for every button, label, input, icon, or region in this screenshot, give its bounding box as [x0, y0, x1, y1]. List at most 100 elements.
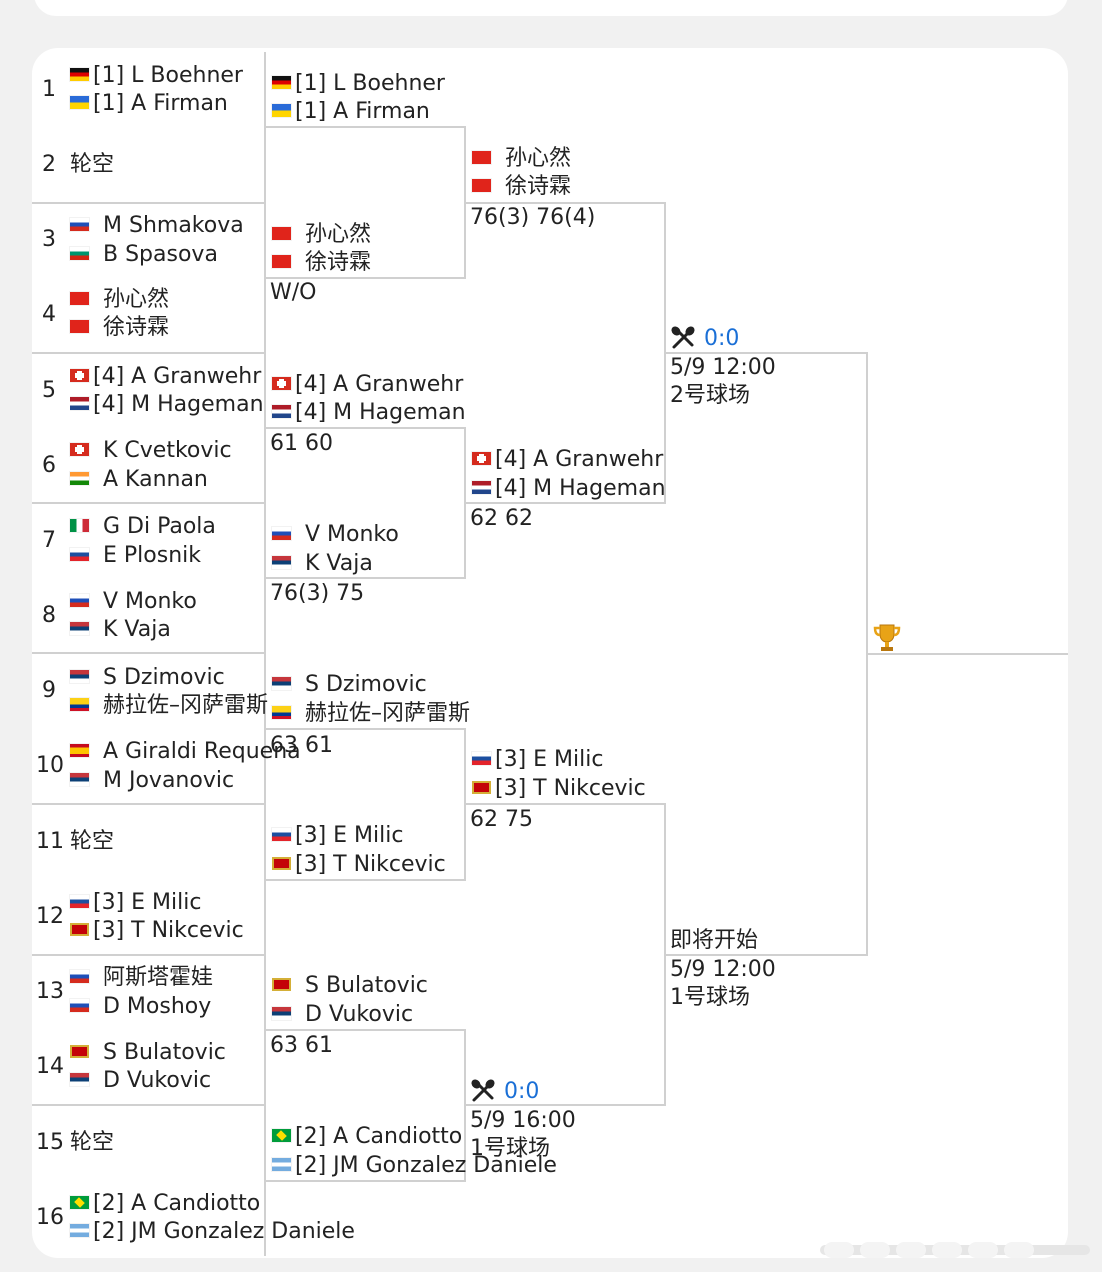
- player-entry[interactable]: [3] E Milic: [70, 889, 201, 917]
- flag-montenegro-icon: [272, 856, 291, 870]
- flag-china-icon: [70, 319, 89, 333]
- player-entry[interactable]: 阿斯塔霍娃: [70, 964, 213, 992]
- player-entry[interactable]: K Vaja: [272, 550, 373, 578]
- player-entry[interactable]: 徐诗霖: [70, 314, 169, 342]
- player-entry[interactable]: S Bulatovic: [70, 1039, 226, 1067]
- flag-montenegro-icon: [70, 922, 89, 936]
- player-entry[interactable]: [4] A Granwehr: [70, 363, 264, 391]
- flag-slovenia-icon: [70, 547, 89, 561]
- player-entry[interactable]: K Cvetkovic: [70, 437, 232, 465]
- bracket-line: [266, 577, 466, 579]
- player-entry[interactable]: 徐诗霖: [272, 249, 371, 277]
- player-entry[interactable]: [3] E Milic: [472, 746, 603, 774]
- bracket-line: [464, 126, 466, 279]
- bracket-line: [664, 803, 666, 1106]
- live-score: 0:0: [504, 1079, 540, 1104]
- player-entry[interactable]: [1] L Boehner: [70, 62, 243, 90]
- flag-china-icon: [472, 178, 491, 192]
- player-entry[interactable]: M Jovanovic: [70, 767, 234, 795]
- draw-number: 5: [42, 378, 56, 403]
- flag-brazil-icon: [272, 1128, 291, 1142]
- flag-serbia-icon: [70, 772, 89, 786]
- player-entry[interactable]: [1] L Boehner: [272, 70, 445, 98]
- flag-netherlands-icon: [272, 404, 291, 418]
- player-entry[interactable]: S Bulatovic: [272, 972, 428, 1000]
- player-entry[interactable]: [1] A Firman: [272, 98, 430, 126]
- player-entry[interactable]: [2] JM Gonzalez Daniele: [272, 1152, 557, 1180]
- bracket-line: [32, 202, 266, 204]
- crossed-rackets-icon: [670, 325, 696, 351]
- player-entry[interactable]: S Dzimovic: [272, 671, 427, 699]
- bracket-line: [266, 126, 466, 128]
- player-entry[interactable]: 赫拉佐–冈萨雷斯: [272, 700, 470, 728]
- player-entry[interactable]: A Kannan: [70, 466, 208, 494]
- top-card: [34, 0, 1068, 16]
- player-entry[interactable]: 徐诗霖: [472, 173, 571, 201]
- draw-number: 14: [36, 1054, 64, 1079]
- player-entry[interactable]: [3] T Nikcevic: [272, 851, 446, 879]
- player-entry[interactable]: [2] A Candiotto: [70, 1190, 260, 1218]
- bracket-line: [32, 954, 266, 956]
- draw-number: 4: [42, 302, 56, 327]
- bracket-line: [32, 1104, 266, 1106]
- player-entry[interactable]: G Di Paola: [70, 513, 216, 541]
- flag-argentina-icon: [272, 1157, 291, 1171]
- flag-serbia-icon: [70, 1072, 89, 1086]
- bracket-line: [32, 803, 266, 805]
- flag-colombia-icon: [272, 705, 291, 719]
- flag-switzerland-icon: [272, 376, 291, 390]
- player-entry[interactable]: [3] T Nikcevic: [70, 917, 244, 945]
- player-entry[interactable]: [3] T Nikcevic: [472, 775, 646, 803]
- player-entry[interactable]: D Vukovic: [70, 1067, 211, 1095]
- live-score: 0:0: [704, 326, 740, 351]
- player-entry[interactable]: D Moshoy: [70, 993, 211, 1021]
- player-entry[interactable]: [4] A Granwehr: [472, 446, 663, 474]
- player-entry[interactable]: K Vaja: [70, 616, 171, 644]
- player-entry[interactable]: [4] M Hageman: [272, 399, 466, 427]
- player-entry[interactable]: M Shmakova: [70, 212, 244, 240]
- player-entry[interactable]: 孙心然: [272, 221, 371, 249]
- flag-colombia-icon: [70, 697, 89, 711]
- bracket-line: [266, 728, 466, 730]
- bracket-line: [32, 502, 266, 504]
- flag-germany-icon: [272, 75, 291, 89]
- bracket-line: [266, 879, 466, 881]
- flag-switzerland-icon: [70, 368, 89, 382]
- bracket-line: [464, 728, 466, 881]
- player-entry[interactable]: 赫拉佐–冈萨雷斯: [70, 692, 268, 720]
- player-entry[interactable]: 孙心然: [472, 145, 571, 173]
- player-entry[interactable]: [3] E Milic: [272, 822, 403, 850]
- bracket-line: [466, 202, 666, 204]
- crossed-rackets-icon: [470, 1078, 496, 1104]
- player-entry[interactable]: V Monko: [70, 588, 197, 616]
- player-entry[interactable]: [2] A Candiotto: [272, 1123, 462, 1151]
- player-entry[interactable]: E Plosnik: [70, 542, 201, 570]
- flag-china-icon: [272, 226, 291, 240]
- draw-number: 10: [36, 753, 64, 778]
- player-entry[interactable]: S Dzimovic: [70, 664, 225, 692]
- player-entry[interactable]: [1] A Firman: [70, 90, 228, 118]
- player-entry[interactable]: V Monko: [272, 521, 399, 549]
- flag-serbia-icon: [70, 669, 89, 683]
- player-entry[interactable]: A Giraldi Requena: [70, 738, 301, 766]
- flag-china-icon: [272, 254, 291, 268]
- player-entry[interactable]: B Spasova: [70, 241, 218, 269]
- flag-serbia-icon: [272, 555, 291, 569]
- bracket-line: [464, 1029, 466, 1182]
- flag-montenegro-icon: [472, 780, 491, 794]
- bracket-line: [264, 52, 266, 1256]
- player-entry[interactable]: D Vukovic: [272, 1001, 413, 1029]
- player-entry[interactable]: [2] JM Gonzalez Daniele: [70, 1218, 355, 1246]
- match-score: W/O: [270, 280, 317, 305]
- player-entry[interactable]: 孙心然: [70, 286, 169, 314]
- flag-serbia-icon: [70, 621, 89, 635]
- flag-russia-icon: [70, 969, 89, 983]
- player-entry[interactable]: [4] M Hageman: [70, 391, 264, 419]
- match-time: 5/9 12:00: [670, 355, 776, 380]
- flag-serbia-icon: [272, 1006, 291, 1020]
- player-entry[interactable]: [4] M Hageman: [472, 475, 666, 503]
- draw-number: 12: [36, 904, 64, 929]
- match-score: 62 75: [470, 807, 533, 832]
- player-entry[interactable]: [4] A Granwehr: [272, 371, 463, 399]
- draw-number: 16: [36, 1205, 64, 1230]
